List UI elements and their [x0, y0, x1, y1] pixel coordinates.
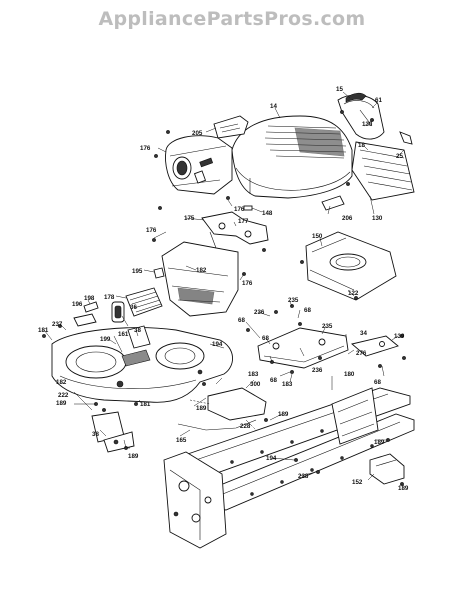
label-300: 300	[250, 381, 261, 388]
clip-195	[153, 267, 165, 279]
label-276: 276	[356, 350, 367, 357]
front-grille	[351, 141, 415, 201]
label-228-a: 228	[240, 423, 251, 430]
seat-plate-199	[121, 349, 151, 367]
label-130-right: 130	[372, 215, 383, 222]
label-176-b: 176	[234, 206, 245, 213]
label-183-b: 183	[282, 381, 293, 388]
label-194-b: 194	[266, 455, 277, 462]
hood-grille-vents	[264, 125, 347, 159]
hood-lip	[235, 167, 351, 191]
label-14: 14	[270, 103, 277, 110]
label-236-a: 236	[254, 309, 265, 316]
label-181-b: 181	[140, 401, 151, 408]
label-236-b: 236	[312, 367, 323, 374]
label-139: 139	[394, 333, 405, 340]
label-177: 177	[238, 218, 249, 225]
decal-198	[83, 301, 99, 313]
label-182-top: 182	[196, 267, 207, 274]
label-15: 15	[336, 86, 343, 93]
label-194-a: 194	[212, 341, 223, 348]
hood-hinge-bracket	[201, 211, 269, 245]
label-68-a: 68	[304, 307, 311, 314]
label-183-a: 183	[248, 371, 259, 378]
label-130-top: 130	[362, 121, 373, 128]
label-152: 152	[352, 479, 363, 486]
deck-left-cutout	[65, 345, 127, 379]
label-195: 195	[132, 268, 143, 275]
cover-recess	[329, 253, 367, 271]
label-148: 148	[262, 210, 273, 217]
label-196: 196	[72, 301, 83, 308]
battery-screen	[125, 287, 163, 317]
label-237: 237	[52, 321, 63, 328]
label-176-d: 176	[242, 280, 253, 287]
front-bracket-152	[369, 453, 405, 485]
front-axle-mount	[331, 387, 379, 445]
fasteners	[42, 110, 406, 486]
label-175: 175	[184, 215, 195, 222]
label-189-a: 189	[56, 400, 67, 407]
label-176-a: 176	[140, 145, 151, 152]
part-labels: 15 61 14 205 130 18 25 176 176 130 148 2…	[38, 86, 409, 492]
watermark: AppliancePartsPros.com	[98, 8, 366, 30]
label-189-f: 189	[398, 485, 409, 492]
label-189-c: 189	[278, 411, 289, 418]
dash-panel	[213, 115, 249, 139]
label-61: 61	[375, 97, 382, 104]
label-25: 25	[396, 153, 403, 160]
label-206: 206	[342, 215, 353, 222]
label-182-mid: 182	[56, 379, 67, 386]
label-235-a: 235	[288, 297, 299, 304]
label-68-c: 68	[262, 335, 269, 342]
label-189-d: 189	[128, 453, 139, 460]
label-34: 34	[360, 330, 367, 337]
label-228-b: 228	[298, 473, 309, 480]
label-38-a: 38	[134, 327, 141, 334]
grille-latch	[399, 131, 413, 145]
label-122: 122	[348, 290, 359, 297]
panel-vent	[177, 287, 215, 305]
label-68-d: 68	[270, 377, 277, 384]
label-165: 165	[176, 437, 187, 444]
mount-bracket-300	[207, 387, 267, 421]
pivot-bracket-276	[351, 335, 399, 357]
lower-front-panel	[161, 241, 239, 317]
label-18: 18	[358, 142, 365, 149]
label-189-e: 189	[374, 439, 385, 446]
label-235-b: 235	[322, 323, 333, 330]
center-mounting-plate	[257, 327, 349, 369]
label-189-b: 189	[196, 405, 207, 412]
leader-lines	[43, 91, 405, 487]
label-198: 198	[84, 295, 95, 302]
rod-165	[177, 419, 257, 431]
small-bracket-148	[243, 205, 253, 211]
label-181-a: 181	[38, 327, 49, 334]
label-205: 205	[192, 130, 203, 137]
decal-196	[73, 313, 97, 327]
hood-trim-206	[321, 195, 345, 211]
label-38-b: 38	[92, 431, 99, 438]
label-36: 36	[130, 304, 137, 311]
switch-slot	[199, 157, 214, 168]
bracket-36	[127, 325, 151, 349]
label-222: 222	[58, 392, 69, 399]
label-180: 180	[344, 371, 355, 378]
label-176-c: 176	[146, 227, 157, 234]
label-150: 150	[312, 233, 323, 240]
label-178: 178	[104, 294, 115, 301]
label-199: 199	[100, 336, 111, 343]
label-161: 161	[118, 331, 129, 338]
headlight-lens	[345, 92, 367, 103]
label-68-e: 68	[374, 379, 381, 386]
deck-right-cutout	[155, 342, 205, 370]
label-68-b: 68	[238, 317, 245, 324]
